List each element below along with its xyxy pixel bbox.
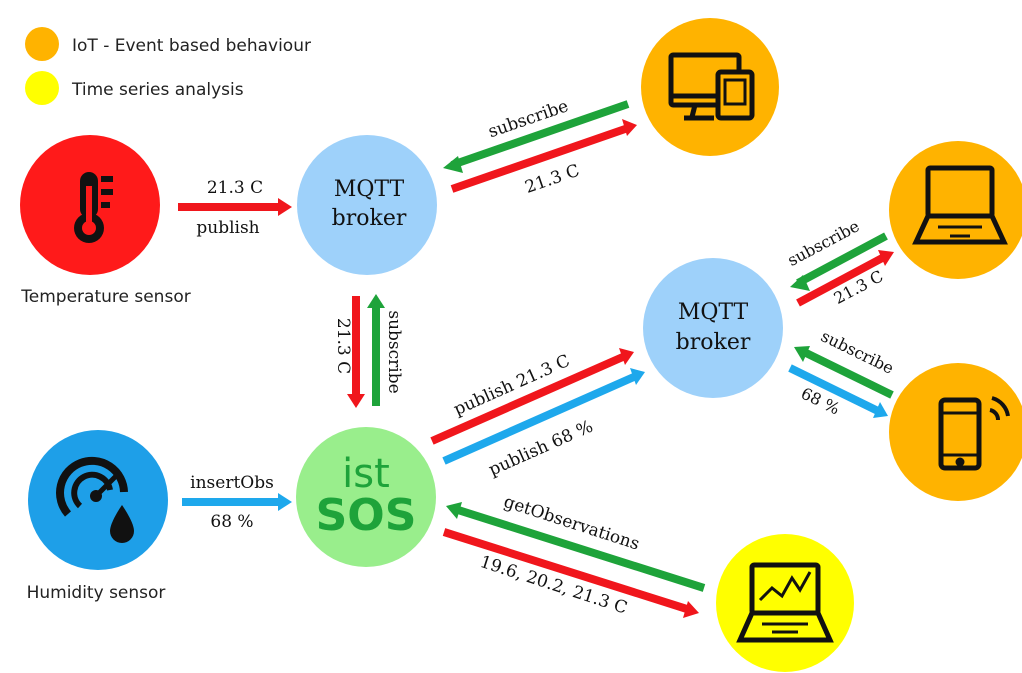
arrow-laptop-subscribe — [796, 232, 888, 287]
legend-swatch-iot — [25, 27, 59, 61]
temperature-sensor-label: Temperature sensor — [20, 287, 190, 307]
label-laptop-subscribe: subscribe — [784, 216, 862, 270]
arrowhead-broker-to-istsos — [347, 394, 365, 408]
smartphone-client-node — [889, 363, 1022, 501]
arrowhead-phone-subscribe — [794, 346, 810, 362]
arrowhead-get-observations — [446, 502, 462, 519]
humidity-sensor-node: Humidity sensor — [27, 430, 168, 603]
laptop-chart-icon — [736, 562, 834, 643]
arrowhead-istsos-subscribe — [367, 294, 385, 308]
label-temp-value: 21.3 C — [207, 178, 263, 198]
temperature-sensor-node: Temperature sensor — [20, 135, 191, 307]
arrowhead-temp-publish — [278, 198, 292, 216]
analysis-client-circle — [716, 534, 854, 672]
istsos-logo-ist: ist — [342, 451, 390, 497]
arrow-phone-subscribe — [800, 347, 894, 399]
desktop-tablet-icon — [668, 52, 755, 121]
arrowhead-laptop-subscribe — [790, 275, 810, 291]
legend-label-iot: IoT - Event based behaviour — [72, 36, 311, 56]
legend-label-timeseries: Time series analysis — [71, 80, 244, 100]
arrow-desktop-subscribe — [450, 100, 630, 169]
legend: IoT - Event based behaviour Time series … — [25, 27, 311, 105]
mqtt-broker-left-line2: broker — [332, 206, 407, 231]
thermometer-icon — [74, 172, 113, 243]
smartphone-wireless-icon — [938, 396, 1010, 471]
istsos-circle — [296, 427, 436, 567]
laptop-icon — [912, 165, 1008, 245]
label-top-value: 21.3 C — [523, 161, 583, 198]
mqtt-broker-right-circle — [643, 258, 783, 398]
label-humidity-value: 68 % — [210, 512, 253, 532]
humidity-gauge-icon — [56, 456, 134, 543]
mqtt-broker-right-line1: MQTT — [678, 300, 749, 325]
arrowhead-broker-to-laptop — [878, 250, 894, 266]
legend-swatch-timeseries — [25, 71, 59, 105]
humidity-sensor-label: Humidity sensor — [27, 583, 166, 603]
label-humidity-insert: insertObs — [190, 473, 274, 493]
mqtt-broker-left-line1: MQTT — [334, 177, 405, 202]
label-phone-subscribe: subscribe — [818, 326, 897, 377]
label-temp-publish: publish — [196, 218, 259, 238]
arrowhead-istsos-publish-humidity — [630, 368, 645, 385]
arrow-broker-to-phone — [788, 364, 882, 416]
arrow-series-values — [442, 528, 692, 614]
label-publish-humidity: publish 68 % — [486, 417, 596, 481]
analysis-client-node — [716, 534, 854, 672]
mqtt-broker-left: MQTT broker — [297, 135, 437, 275]
smartphone-client-circle — [889, 363, 1022, 501]
desktop-client-circle — [641, 18, 779, 156]
arrowhead-broker-to-desktop — [622, 119, 637, 136]
arrow-istsos-publish-humidity — [442, 372, 638, 465]
arrowhead-broker-to-phone — [873, 402, 888, 418]
arrow-broker-to-desktop — [450, 124, 630, 193]
mqtt-broker-right-line2: broker — [676, 330, 751, 355]
label-vertical-subscribe: subscribe — [384, 310, 404, 393]
desktop-client-node — [641, 18, 779, 156]
laptop-client-node — [889, 141, 1022, 279]
mqtt-broker-left-circle — [297, 135, 437, 275]
arrowhead-istsos-publish-temp — [619, 348, 634, 365]
arrowhead-desktop-subscribe — [443, 156, 463, 173]
laptop-client-circle — [889, 141, 1022, 279]
arrow-broker-to-laptop — [796, 252, 888, 307]
label-vertical-value: 21.3 C — [333, 318, 353, 374]
arrowhead-humidity-insert — [278, 493, 292, 511]
istsos-logo-sos: SOS — [316, 490, 417, 541]
arrow-get-observations — [453, 505, 706, 592]
arrowhead-series-values — [683, 601, 699, 618]
istsos-node: ist SOS — [296, 427, 436, 567]
arrow-istsos-publish-temp — [430, 352, 627, 445]
mqtt-broker-right: MQTT broker — [643, 258, 783, 398]
